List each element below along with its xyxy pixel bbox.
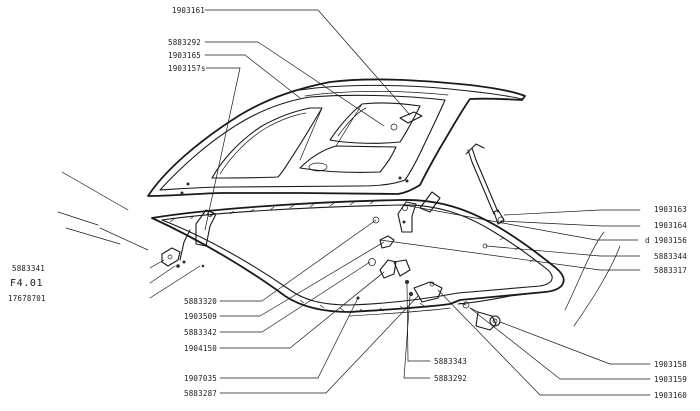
seal-hatching [169,200,535,313]
callout-5883292-top: 5883292 [168,38,202,47]
callout-1904150: 1904150 [184,344,218,353]
leader-1903158 [499,321,651,365]
support-strut [465,143,505,225]
callout-1903160: 1903160 [654,391,688,400]
callout-1903159: 1903159 [654,375,688,384]
leader-1903159 [469,307,651,380]
callout-17678701: 17678701 [8,294,46,303]
leader-1903165 [204,54,301,99]
callout-1903158: 1903158 [654,360,688,369]
leader-F401 [149,265,176,284]
callout-1903157: 1903157 [168,64,202,73]
leader-5883341 [149,259,165,269]
callout-1903157-suffix: s [201,64,206,73]
leader-5883292-top [204,41,385,127]
callout-5883341: 5883341 [12,264,46,273]
callout-1903164: 1903164 [654,221,688,230]
leader-lines [149,9,651,396]
construction-lines [57,171,621,327]
callout-1903156: 1903156 [654,236,688,245]
leader-5883317 [379,239,641,271]
lock-cylinder [459,301,501,331]
leader-5883320 [219,219,377,302]
leader-1903509 [219,241,385,317]
leader-5883287 [219,295,419,394]
callout-5883344: 5883344 [654,252,688,261]
callout-1903165: 1903165 [168,51,202,60]
callout-5883287: 5883287 [184,389,218,398]
leader-5883342 [219,261,371,333]
callout-5883342: 5883342 [184,328,218,337]
leader-1903160 [437,289,651,396]
callout-1903163: 1903163 [654,205,688,214]
leader-1907035 [219,297,359,379]
leader-1903156 [403,204,639,241]
callout-F401: F4.01 [10,278,44,289]
callout-1907035: 1907035 [184,374,218,383]
leader-17678701 [149,265,201,299]
leader-5883343 [406,283,431,362]
leader-1903163 [503,209,641,216]
leader-1903161 [204,9,411,116]
leader-1903157 [204,67,241,231]
callout-1903509: 1903509 [184,312,218,321]
tailgate-lid [147,78,526,197]
leader-5883292-bottom [403,295,431,379]
callout-5883343: 5883343 [434,357,468,366]
callout-5883292-bottom: 5883292 [434,374,468,383]
callout-1903161: 1903161 [172,6,206,15]
small-parts [161,143,505,331]
callout-1903156-prefix: d [645,236,650,245]
leader-1903164 [499,220,641,227]
leader-5883344 [485,245,641,257]
callout-5883317: 5883317 [654,266,688,275]
callout-5883320: 5883320 [184,297,218,306]
leader-1904150 [219,271,385,349]
